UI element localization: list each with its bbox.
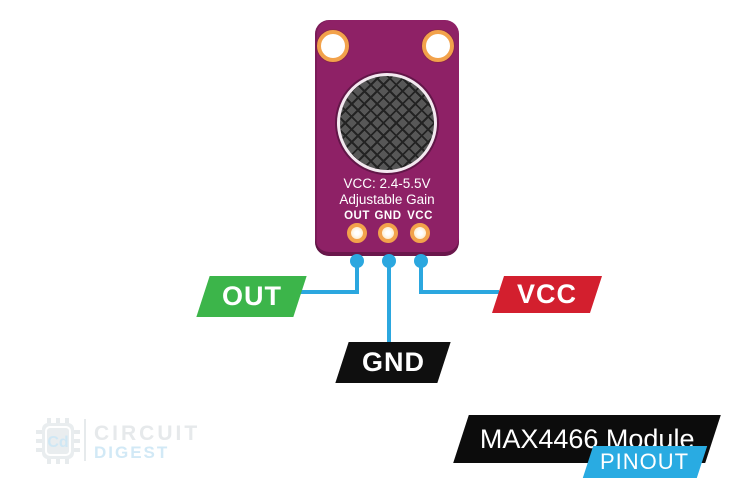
callout-gnd: GND (335, 342, 451, 383)
logo-wordmark-circuit: CIRCUIT (94, 422, 201, 445)
wire-vcc-horizontal (419, 290, 499, 294)
callout-vcc: VCC (491, 276, 603, 313)
mounting-hole-left (317, 30, 349, 62)
banner-pinout-tag-text: PINOUT (600, 449, 690, 474)
pin-pad-vcc (410, 223, 430, 243)
wire-vcc-vertical (419, 259, 423, 293)
callout-out: OUT (196, 276, 307, 317)
logo-divider (84, 419, 86, 461)
board-spec-voltage: VCC: 2.4-5.5V (343, 176, 431, 191)
microphone-mesh-icon (337, 73, 437, 173)
pin-label-vcc: VCC (407, 210, 433, 222)
wire-gnd-vertical (387, 259, 391, 344)
logo-wordmark-digest: DIGEST (94, 443, 170, 462)
mounting-hole-right (422, 30, 454, 62)
callout-vcc-label: VCC (516, 279, 577, 309)
chip-monogram: Cd (47, 434, 68, 451)
pin-label-out: OUT (344, 210, 370, 222)
pin-pad-gnd (378, 223, 398, 243)
wire-out-vertical (355, 259, 359, 293)
circuit-digest-logo: Cd CIRCUIT DIGEST (35, 414, 255, 474)
banner-pinout-tag: PINOUT (582, 446, 708, 478)
pin-label-gnd: GND (374, 210, 402, 222)
board-spec-gain: Adjustable Gain (339, 192, 435, 207)
circuit-digest-chip-icon: Cd (36, 418, 80, 464)
callout-out-label: OUT (221, 281, 282, 311)
wire-out-horizontal (299, 290, 359, 294)
callout-gnd-label: GND (361, 347, 425, 377)
max4466-module-board: VCC: 2.4-5.5V Adjustable Gain OUT GND VC… (315, 20, 459, 256)
pin-pad-out (347, 223, 367, 243)
